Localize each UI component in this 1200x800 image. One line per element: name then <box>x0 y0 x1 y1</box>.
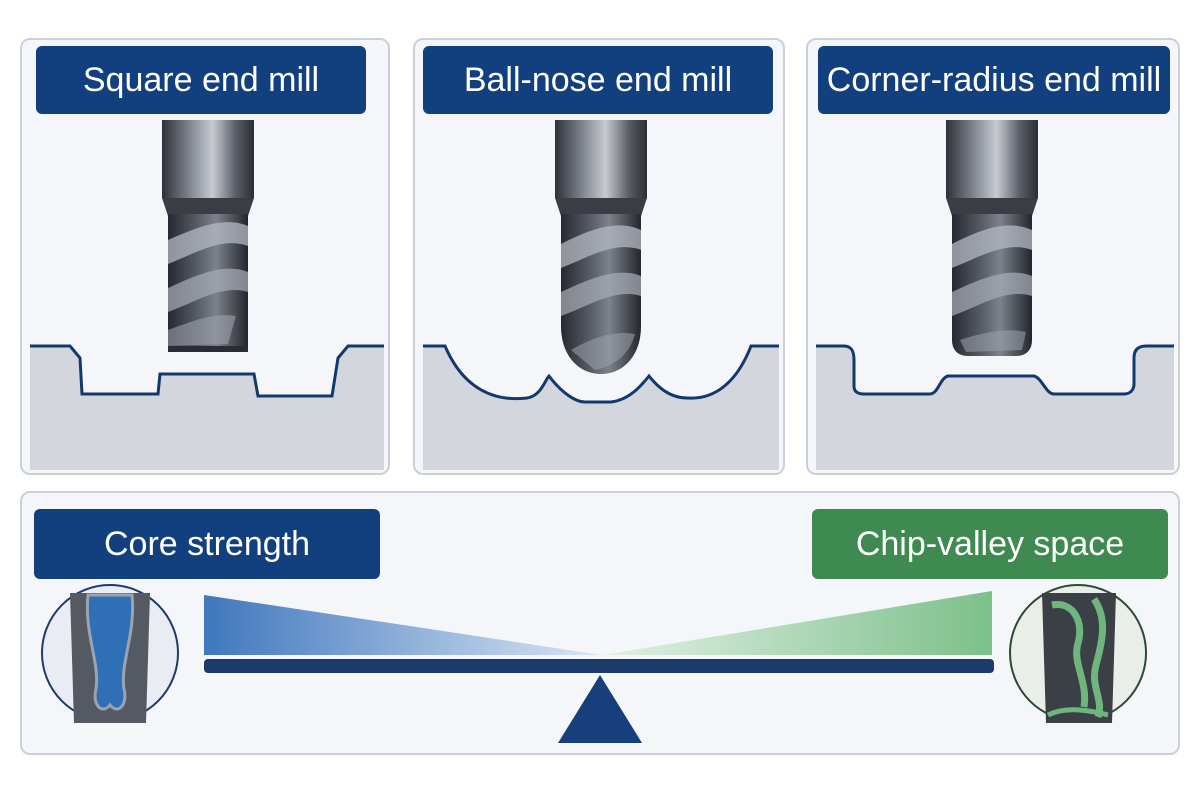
corner-radius-end-mill-panel: Corner-radius end mill <box>806 38 1180 475</box>
square-end-mill-illustration <box>30 120 384 470</box>
corner-radius-end-mill-illustration <box>816 120 1174 470</box>
balance-panel: Core strength Chip-valley space <box>20 491 1180 755</box>
corner-radius-tool <box>946 120 1038 356</box>
ball-nose-end-mill-panel: Ball-nose end mill <box>413 38 785 475</box>
ball-nose-tool <box>555 120 647 374</box>
workpiece-block <box>30 346 384 470</box>
core-strength-wedge <box>204 595 602 655</box>
workpiece-profile-line <box>30 344 384 398</box>
workpiece-block <box>816 346 1174 470</box>
chip-valley-wedge <box>602 591 992 655</box>
chip-valley-space-label: Chip-valley space <box>812 509 1168 579</box>
chip-valley-cross-section-icon <box>1009 584 1147 723</box>
square-end-mill-panel: Square end mill <box>20 38 390 475</box>
balance-illustration <box>41 584 1147 743</box>
workpiece-profile-line <box>816 344 1174 396</box>
ball-nose-end-mill-illustration <box>423 120 779 470</box>
core-strength-label: Core strength <box>34 509 380 579</box>
balance-fulcrum <box>558 675 642 743</box>
panel-title: Square end mill <box>36 46 366 114</box>
panel-title: Ball-nose end mill <box>423 46 773 114</box>
workpiece-profile-line <box>423 344 779 404</box>
balance-beam <box>204 659 994 673</box>
end-mill-tool <box>162 120 254 352</box>
panel-title: Corner-radius end mill <box>818 46 1170 114</box>
workpiece-block <box>423 346 779 470</box>
core-cross-section-icon <box>41 584 179 723</box>
